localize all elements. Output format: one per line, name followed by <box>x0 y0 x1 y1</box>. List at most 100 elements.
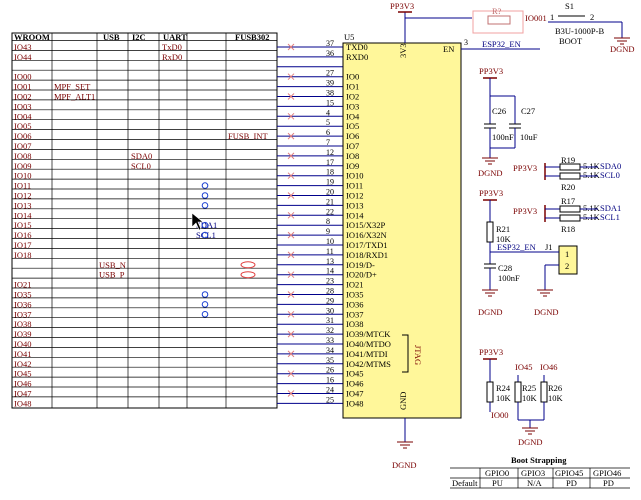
u5-pin-number: 27 <box>326 69 334 78</box>
io00-strap-net: IO00 <box>491 410 508 420</box>
table-cell-io: IO48 <box>14 398 31 408</box>
u5-pin-number: 28 <box>326 287 334 296</box>
table-cell-io: IO35 <box>14 290 31 300</box>
table-header-uart: UART <box>163 32 187 42</box>
bs-header-gpio0: GPIO0 <box>485 468 509 478</box>
ground-symbol <box>482 289 498 297</box>
dgnd-strap-label: DGND <box>518 437 543 447</box>
pp3v3-i2c1-label: PP3V3 <box>513 206 537 216</box>
u5-pin-number: 23 <box>326 277 334 286</box>
u5-module: U5 3V3 GND EN 3 ESP32_EN TXD037RXD036IO0… <box>287 1 540 470</box>
u5-pin-name: IO6 <box>346 131 359 141</box>
u5-pin-number: 19 <box>326 178 334 187</box>
u5-pin-name: IO20/D+ <box>346 270 377 280</box>
table-cell-io: IO37 <box>14 309 31 319</box>
r20-value: 5.1K <box>583 170 601 180</box>
u5-pin-name: IO47 <box>346 389 363 399</box>
en-net-label: ESP32_EN <box>482 39 521 49</box>
scl1-net: SCL1 <box>600 212 620 222</box>
u5-pin-name: IO5 <box>346 121 359 131</box>
io46-strap-net: IO46 <box>540 362 557 372</box>
u5-pin-number: 35 <box>326 356 334 365</box>
u5-pin-number: 14 <box>326 267 334 276</box>
u5-pin-name: IO12 <box>346 191 363 201</box>
r17-value: 5.1K <box>583 203 601 213</box>
table-cell-io: IO07 <box>14 141 31 151</box>
u5-pin-number: 20 <box>326 188 334 197</box>
u5-en-pin: EN <box>443 44 454 54</box>
table-cell-io: IO21 <box>14 280 31 290</box>
no-connect-x <box>287 291 295 298</box>
u5-pin-name: IO4 <box>346 111 360 121</box>
r24-value: 10K <box>496 393 512 403</box>
table-cell-io: IO14 <box>14 210 32 220</box>
u5-pins: TXD037RXD036IO027IO139IO238IO315IO44IO55… <box>287 39 391 408</box>
dgnd-caps-label: DGND <box>478 168 503 178</box>
s1-pin1: 1 <box>550 12 554 22</box>
u5-pin-name: IO36 <box>346 299 363 309</box>
u5-3v3-pin: 3V3 <box>398 43 408 58</box>
u5-gnd-pin: GND <box>398 392 408 410</box>
ground-symbol <box>482 157 498 165</box>
u5-pin-name: IO16/X32N <box>346 230 387 240</box>
r18-value: 5.1K <box>583 212 601 222</box>
r20-ref: R20 <box>561 182 575 192</box>
no-connect-x <box>287 350 295 358</box>
u5-pin-name: IO0 <box>346 72 359 82</box>
table-cell-io: IO45 <box>14 369 31 379</box>
u5-pin-name: RXD0 <box>346 52 368 62</box>
s1-boot-label: BOOT <box>559 36 583 46</box>
table-cell-uart: RxD0 <box>162 52 182 62</box>
u5-pin-name: IO35 <box>346 290 363 300</box>
no-connect-circle <box>201 202 209 209</box>
u5-pin-name: IO39/MTCK <box>346 329 391 339</box>
table-cell-uart: TxD0 <box>162 42 182 52</box>
boot-strapping-table: Boot Strapping GPIO0 GPIO3 GPIO45 GPIO46… <box>450 455 630 489</box>
u5-pin-name: IO46 <box>346 379 363 389</box>
no-connect-circle <box>201 221 209 229</box>
strapping-resistors: PP3V3 R24 10K IO00 IO45 R25 10K IO46 R26… <box>479 347 564 447</box>
boot-strapping-title: Boot Strapping <box>511 455 567 465</box>
no-connect-x <box>287 93 295 100</box>
u5-pin-number: 36 <box>326 49 334 58</box>
u5-ref: U5 <box>344 32 354 42</box>
table-cell-io: IO00 <box>14 72 31 82</box>
r21-ref: R21 <box>496 224 510 234</box>
u5-pin-name: IO13 <box>346 200 363 210</box>
u5-pin-number: 4 <box>326 108 330 117</box>
jtag-bracket <box>402 334 409 373</box>
u5-pin-number: 26 <box>326 366 334 375</box>
j1-pin2: 2 <box>565 261 569 271</box>
u5-pin-name: IO18/RXD1 <box>346 250 388 260</box>
u5-pin-number: 34 <box>326 346 334 355</box>
table-border <box>11 32 278 409</box>
u5-pin-number: 7 <box>326 138 330 147</box>
table-cell-io: IO05 <box>14 121 31 131</box>
r26-value: 10K <box>548 393 564 403</box>
u5-pin-name: IO38 <box>346 319 363 329</box>
u5-pin-number: 32 <box>326 326 334 335</box>
table-header-fusb302: FUSB302 <box>235 32 269 42</box>
r18-ref: R18 <box>561 224 575 234</box>
io45-strap-net: IO45 <box>515 362 532 372</box>
io001-label: IO001 <box>525 13 547 23</box>
u5-pin-number: 15 <box>326 98 334 107</box>
u5-pin-name: IO11 <box>346 181 363 191</box>
u5-pin-name: IO19/D- <box>346 260 375 270</box>
table-cell-io: IO18 <box>14 250 31 260</box>
table-header-i2c: I2C <box>132 32 146 42</box>
u5-pin-number: 11 <box>326 247 334 256</box>
table-cell-io: IO38 <box>14 319 31 329</box>
bs-header-gpio3: GPIO3 <box>521 468 545 478</box>
table-cell-io: IO46 <box>14 379 31 389</box>
j1-ref: J1 <box>545 242 553 252</box>
bs-value-gpio45: PD <box>566 478 577 488</box>
r-unknown-body <box>487 15 511 25</box>
table-cell-i2c: SCL0 <box>131 161 151 171</box>
r19-ref: R19 <box>561 155 575 165</box>
u5-pin-name: IO7 <box>346 141 359 151</box>
u5-pin-name: IO10 <box>346 171 363 181</box>
table-cell-io: IO01 <box>14 82 31 92</box>
ground-symbol <box>522 427 538 435</box>
